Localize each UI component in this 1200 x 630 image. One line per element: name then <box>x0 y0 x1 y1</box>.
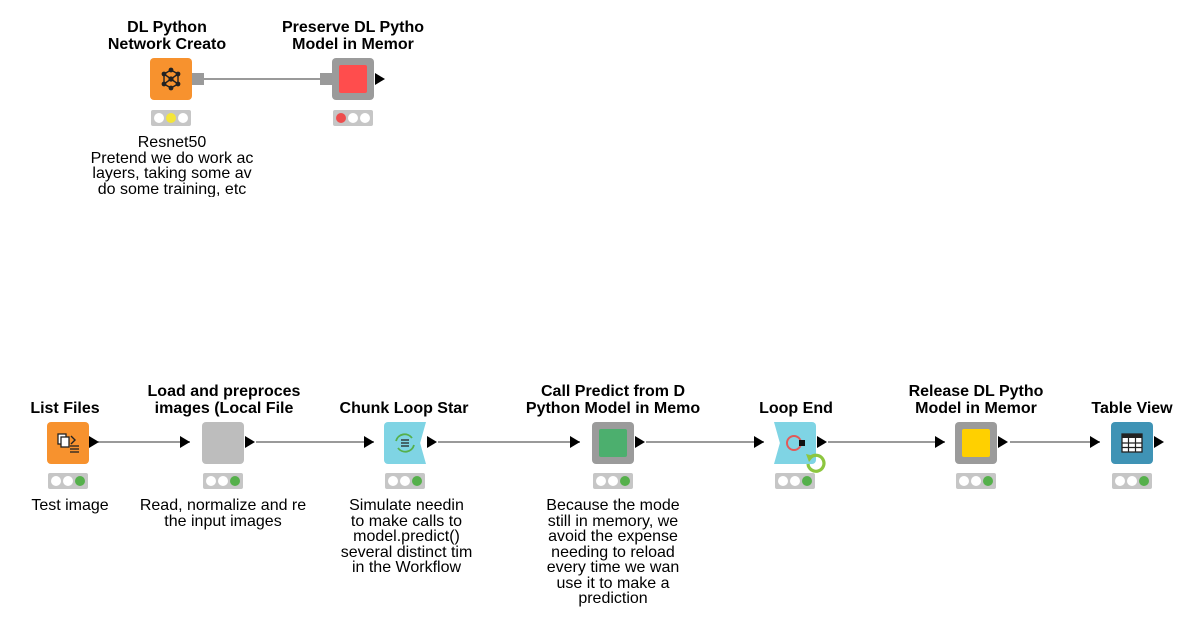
output-port-loop-end[interactable] <box>817 436 827 448</box>
status-dot-green <box>620 476 630 486</box>
node-title-list-files: List Files <box>30 400 100 417</box>
status-dot <box>206 476 216 486</box>
status-dot <box>790 476 800 486</box>
status-indicator-chunk-loop-start <box>385 473 425 489</box>
node-desc-load-preprocess: Read, normalize and re the input images <box>139 498 307 530</box>
status-dot-green <box>75 476 85 486</box>
status-dot <box>959 476 969 486</box>
status-indicator-call-predict <box>593 473 633 489</box>
output-port-network[interactable] <box>192 73 204 85</box>
status-dot <box>51 476 61 486</box>
loop-start-icon <box>395 433 415 453</box>
node-title-loop-end: Loop End <box>759 400 833 417</box>
node-network-creator[interactable] <box>150 58 192 100</box>
node-desc-network-creator: Resnet50 Pretend we do work ac layers, t… <box>90 135 254 197</box>
status-indicator-release-model <box>956 473 996 489</box>
node-chunk-loop-start[interactable] <box>384 422 426 464</box>
output-port-table-view[interactable] <box>1154 436 1164 448</box>
input-arrow <box>935 436 945 448</box>
status-dot-red <box>336 113 346 123</box>
input-arrow <box>364 436 374 448</box>
status-dot <box>596 476 606 486</box>
input-arrow <box>570 436 580 448</box>
status-dot <box>971 476 981 486</box>
node-title-network-creator: DL Python Network Creato <box>107 19 227 53</box>
node-desc-chunk-loop-start: Simulate needin to make calls to model.p… <box>340 498 473 576</box>
status-indicator-list-files <box>48 473 88 489</box>
status-indicator-preserve-model <box>333 110 373 126</box>
node-icon-preserve <box>339 65 367 93</box>
input-port-network[interactable] <box>320 73 332 85</box>
status-dot <box>608 476 618 486</box>
status-dot-green <box>983 476 993 486</box>
output-port-list-files[interactable] <box>89 436 99 448</box>
status-dot-green <box>412 476 422 486</box>
status-dot <box>1115 476 1125 486</box>
status-dot-green <box>1139 476 1149 486</box>
node-call-predict[interactable] <box>592 422 634 464</box>
loop-end-icon <box>786 435 805 451</box>
node-title-preserve-model: Preserve DL Pytho Model in Memor <box>282 19 424 53</box>
node-title-table-view: Table View <box>1091 400 1173 417</box>
file-list-icon <box>57 433 79 453</box>
node-title-load-preprocess: Load and preproces images (Local File <box>147 383 301 417</box>
node-release-model[interactable] <box>955 422 997 464</box>
node-title-release-model: Release DL Pytho Model in Memor <box>908 383 1044 417</box>
node-preserve-model[interactable] <box>332 58 374 100</box>
status-dot <box>778 476 788 486</box>
node-icon-predict <box>599 429 627 457</box>
input-arrow <box>754 436 764 448</box>
status-dot-green <box>230 476 240 486</box>
status-indicator-table-view <box>1112 473 1152 489</box>
status-dot <box>63 476 73 486</box>
status-indicator-network-creator <box>151 110 191 126</box>
status-dot <box>400 476 410 486</box>
node-title-chunk-loop-start: Chunk Loop Star <box>339 400 469 417</box>
refresh-icon <box>806 453 826 473</box>
node-load-preprocess[interactable] <box>202 422 244 464</box>
output-port-preserve[interactable] <box>375 73 385 85</box>
node-desc-call-predict: Because the mode still in memory, we avo… <box>546 498 680 607</box>
node-icon-release <box>962 429 990 457</box>
status-indicator-load-preprocess <box>203 473 243 489</box>
status-dot <box>178 113 188 123</box>
status-dot <box>348 113 358 123</box>
output-port-release-model[interactable] <box>998 436 1008 448</box>
status-dot <box>154 113 164 123</box>
node-list-files[interactable] <box>47 422 89 464</box>
status-dot <box>360 113 370 123</box>
node-title-call-predict: Call Predict from D Python Model in Memo <box>525 383 701 417</box>
neural-network-icon <box>161 67 181 91</box>
status-dot-yellow <box>166 113 176 123</box>
status-indicator-loop-end <box>775 473 815 489</box>
status-dot <box>388 476 398 486</box>
status-dot <box>218 476 228 486</box>
output-port-load-preprocess[interactable] <box>245 436 255 448</box>
input-arrow <box>1090 436 1100 448</box>
node-table-view[interactable] <box>1111 422 1153 464</box>
output-port-chunk-loop-start[interactable] <box>427 436 437 448</box>
table-icon <box>1121 433 1143 453</box>
input-arrow <box>180 436 190 448</box>
node-desc-list-files: Test image <box>31 498 109 514</box>
output-port-call-predict[interactable] <box>635 436 645 448</box>
status-dot-green <box>802 476 812 486</box>
status-dot <box>1127 476 1137 486</box>
